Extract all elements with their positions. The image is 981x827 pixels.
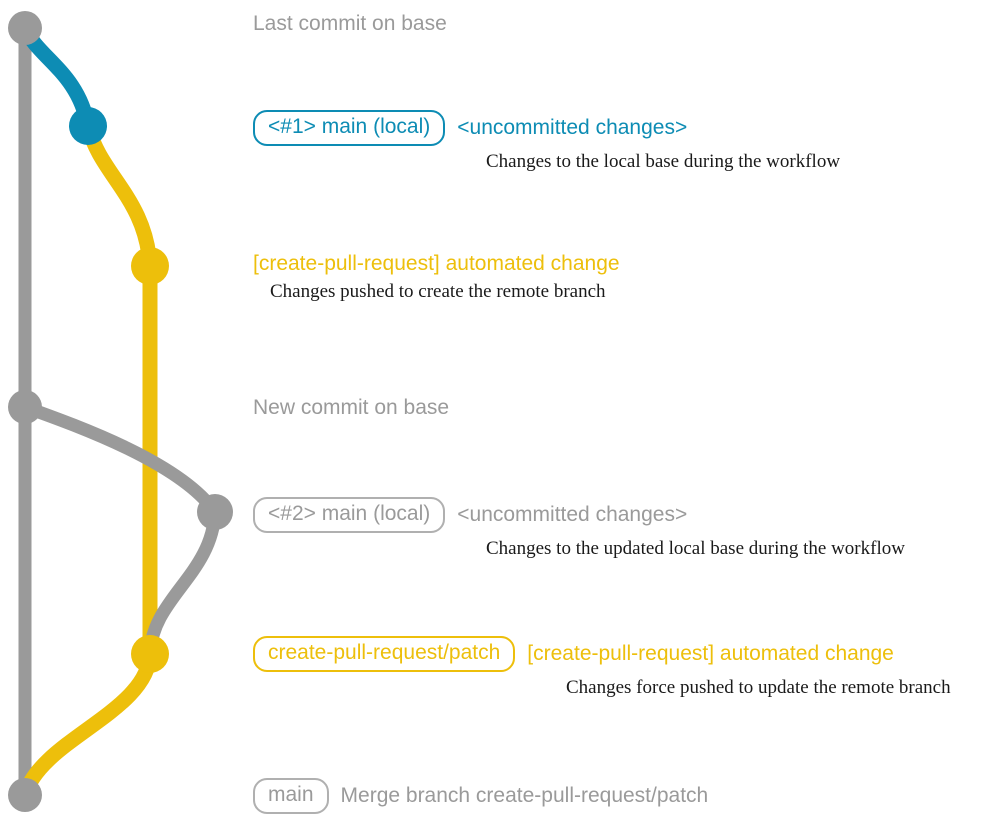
commit-headline: Last commit on base [253,12,447,36]
commit-row-last-commit-on-base: Last commit on base [253,12,447,36]
commit-row-new-commit-on-base: New commit on base [253,396,449,420]
commit-headline: [create-pull-request] automated change [253,252,620,276]
commit-row-local-commit-2: <#2> main (local) <uncommitted changes> … [253,497,905,560]
branch-badge-main-local-2[interactable]: <#2> main (local) [253,497,446,533]
commit-row-merge-commit: main Merge branch create-pull-request/pa… [253,778,708,814]
commit-row-remote-commit-2: create-pull-request/patch [create-pull-r… [253,636,951,699]
commit-row-remote-commit-1: [create-pull-request] automated change C… [253,252,620,303]
branch-badge-main-local-1[interactable]: <#1> main (local) [253,110,446,146]
commit-headline: New commit on base [253,396,449,420]
commit-subject: <uncommitted changes> [457,116,688,139]
commit-headline: <#1> main (local) <uncommitted changes> [253,110,840,146]
commit-subject: Last commit on base [253,12,447,35]
commit-note: Changes to the local base during the wor… [486,150,841,172]
branch-badge-create-pull-request-patch[interactable]: create-pull-request/patch [253,636,516,672]
branch-badge-main[interactable]: main [253,778,329,814]
commit-subject: <uncommitted changes> [457,503,688,526]
commit-note: Changes force pushed to update the remot… [566,676,951,698]
commit-subject: New commit on base [253,396,450,419]
commit-headline: <#2> main (local) <uncommitted changes> [253,497,905,533]
commit-row-local-commit-1: <#1> main (local) <uncommitted changes> … [253,110,840,173]
commit-note: Changes pushed to create the remote bran… [270,280,606,302]
commit-headline: create-pull-request/patch [create-pull-r… [253,636,951,672]
commit-note: Changes to the updated local base during… [486,537,905,559]
commit-subject: [create-pull-request] automated change [253,252,620,275]
commit-subject: [create-pull-request] automated change [527,642,894,665]
commit-subject: Merge branch create-pull-request/patch [340,784,709,807]
commit-headline: main Merge branch create-pull-request/pa… [253,778,708,814]
